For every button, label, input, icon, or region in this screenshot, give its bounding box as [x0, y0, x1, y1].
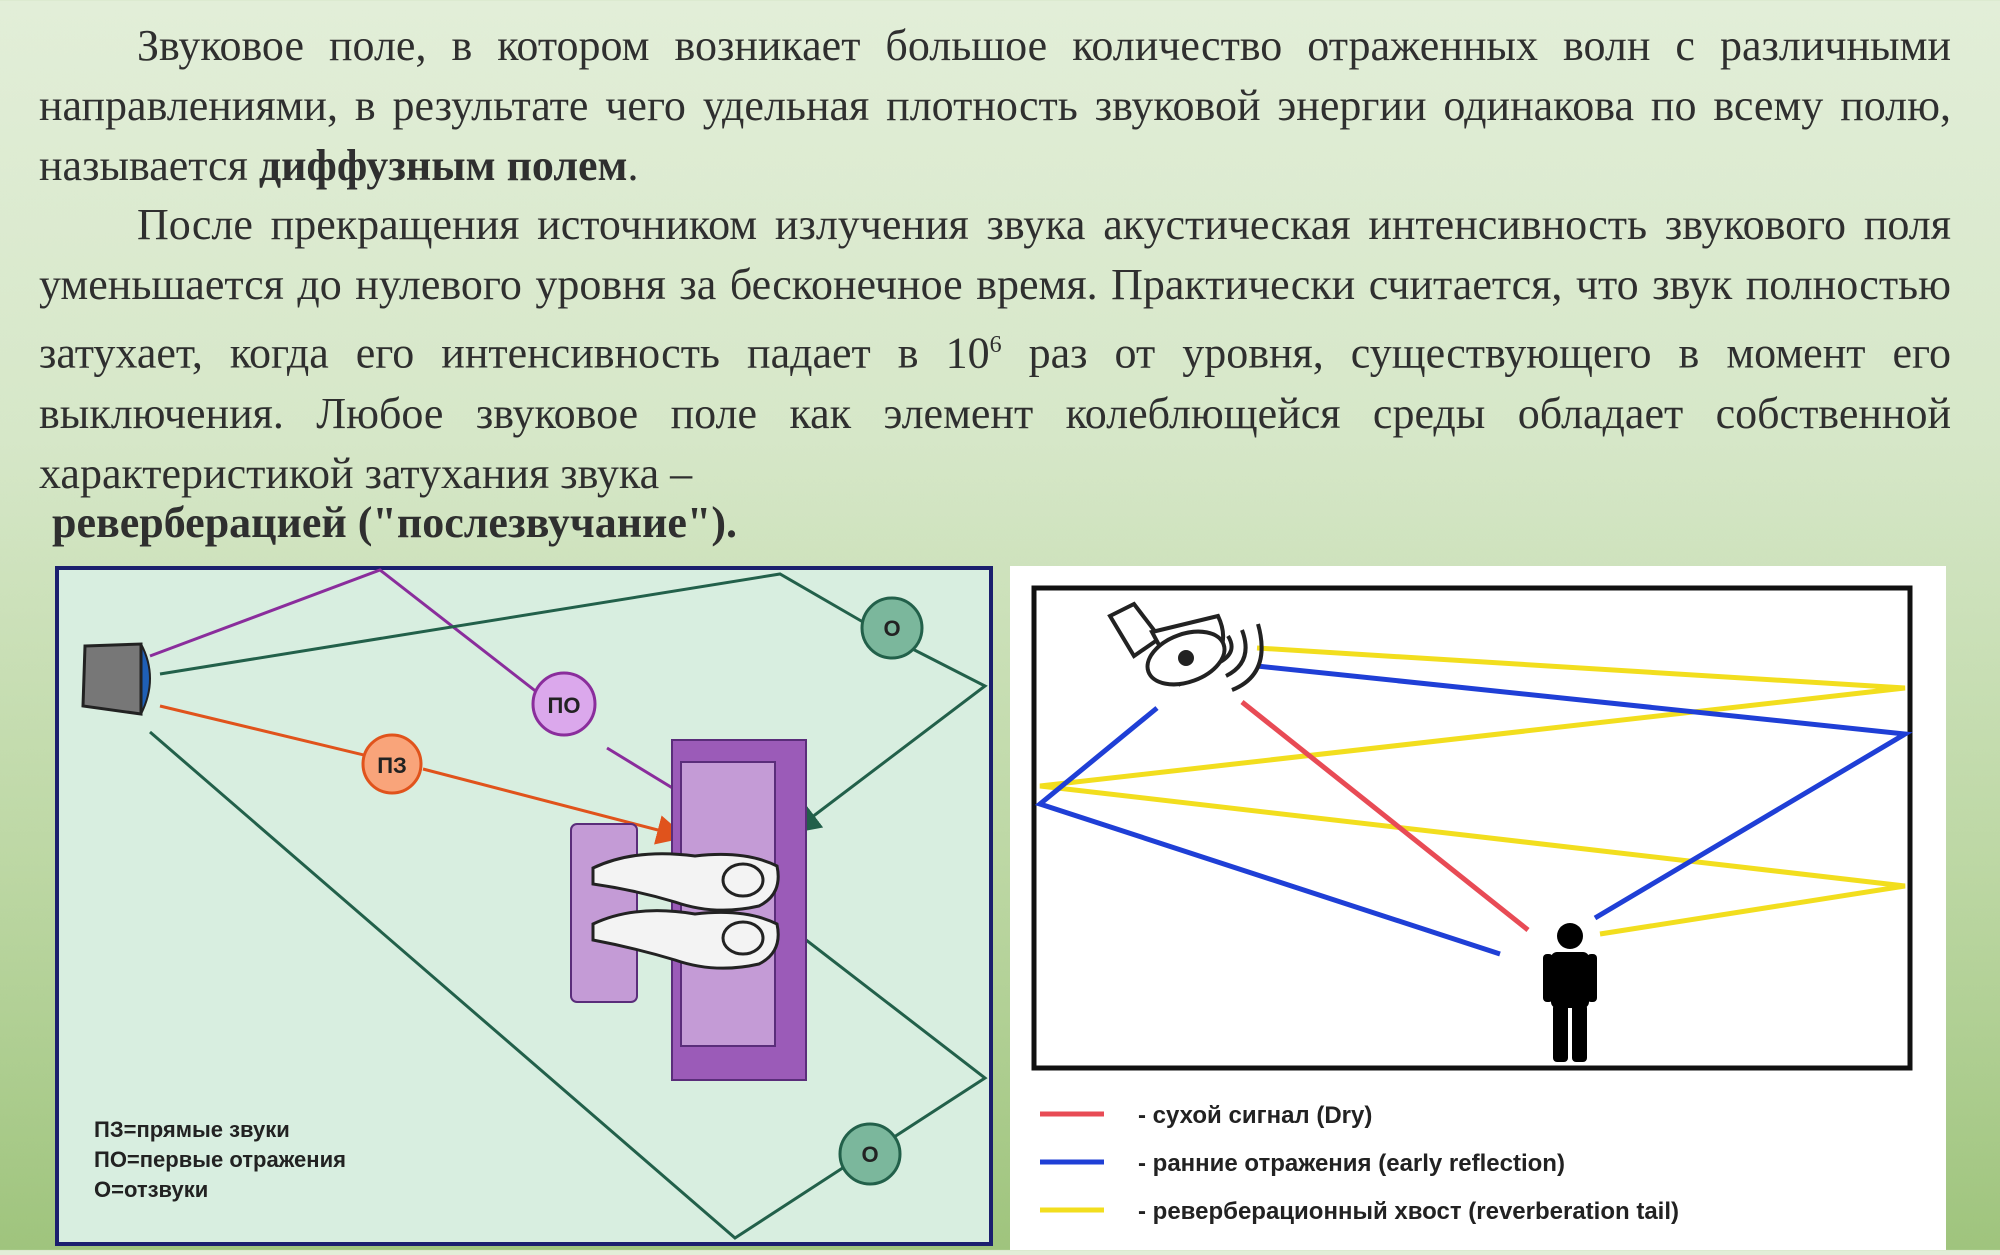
echo-arrow-top [790, 636, 988, 834]
p2-text-b: раз от уровня, существующего в момент ег… [39, 328, 1951, 498]
speaker-icon [81, 642, 151, 716]
marker-direct-sound: ПЗ [361, 733, 423, 795]
p1-end: . [627, 141, 639, 190]
marker-echo-top: О [860, 596, 924, 660]
marker-first-reflection: ПО [531, 671, 597, 737]
reverberation-diagram: - сухой сигнал (Dry) - ранние отражения … [1010, 566, 1946, 1250]
p2-text-a: После прекращения источником излучения з… [39, 200, 1951, 378]
reverberation-tail-rays [1039, 645, 1906, 937]
legend-label-tail: - реверберационный хвост (reverberation … [1138, 1198, 1679, 1225]
room-legend-item: О=отзвуки [94, 1177, 208, 1202]
echo-arrow-bottom [770, 912, 988, 1143]
marker-direct-label: ПЗ [377, 753, 407, 778]
speaker-icon [1107, 601, 1264, 692]
p2-superscript: 6 [989, 332, 1002, 358]
room-legend: ПЗ=прямые звуки ПО=первые отражения О=от… [94, 1117, 346, 1202]
sound-field-room-diagram: ПЗ ПО О О ПЗ=прямые звуки ПО=первые отра… [55, 566, 993, 1246]
dry-signal-ray [1240, 700, 1530, 932]
legend-label-dry: - сухой сигнал (Dry) [1138, 1102, 1372, 1129]
marker-echo-bottom: О [838, 1122, 902, 1186]
listener-person-icon [1543, 923, 1597, 1062]
echo-path-bottom [149, 730, 859, 1240]
term-reverberation: реверберацией ("послезвучание"). [52, 498, 738, 547]
direct-sound-arrow [422, 767, 687, 845]
marker-echo-top-label: О [883, 616, 900, 641]
paragraph-diffuse-field: Звуковое поле, в котором возникает больш… [39, 16, 1951, 196]
reverb-legend: - сухой сигнал (Dry) - ранние отражения … [1040, 1102, 1679, 1225]
room-legend-item: ПЗ=прямые звуки [94, 1117, 290, 1142]
room-legend-item: ПО=первые отражения [94, 1147, 346, 1172]
term-diffuse-field: диффузным полем [258, 141, 628, 190]
early-reflection-rays [1034, 663, 1913, 957]
marker-first-reflection-label: ПО [548, 693, 581, 718]
legend-label-early: - ранние отражения (early reflection) [1138, 1150, 1565, 1177]
reverberation-diagram-svg: - сухой сигнал (Dry) - ранние отражения … [1031, 585, 1913, 1225]
direct-sound-path [159, 704, 394, 764]
marker-echo-bottom-label: О [861, 1142, 878, 1167]
p1-text: Звуковое поле, в котором возникает больш… [39, 21, 1951, 190]
first-reflection-path [149, 568, 566, 716]
room-diagram-svg: ПЗ ПО О О ПЗ=прямые звуки ПО=первые отра… [55, 566, 993, 1246]
listeners-icon [591, 852, 780, 970]
paragraph-decay: После прекращения источником излучения з… [39, 195, 1951, 504]
echo-path-top [159, 572, 864, 676]
